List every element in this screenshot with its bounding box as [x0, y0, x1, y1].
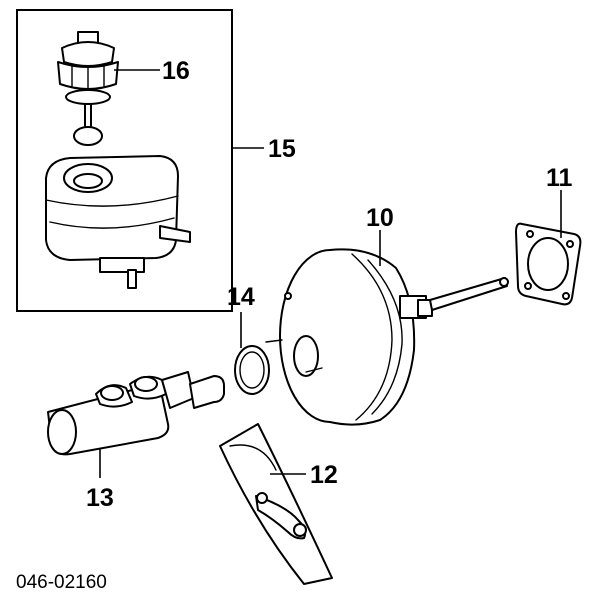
brake-booster-part	[265, 248, 509, 426]
callout-16: 16	[162, 57, 190, 85]
callout-13: 13	[86, 484, 114, 512]
heat-shield-part	[219, 423, 333, 585]
callout-14: 14	[227, 283, 255, 311]
callout-12: 12	[310, 461, 338, 489]
reservoir-tank-part	[45, 155, 191, 289]
callout-10: 10	[366, 204, 394, 232]
reservoir-group-box	[16, 9, 233, 312]
reservoir-cap-part	[57, 31, 119, 146]
master-cylinder-part	[47, 371, 225, 456]
diagram-reference-code: 046-02160	[16, 572, 107, 593]
callout-11: 11	[546, 164, 573, 192]
callout-15: 15	[268, 135, 296, 163]
gasket-plate-part	[515, 222, 582, 306]
